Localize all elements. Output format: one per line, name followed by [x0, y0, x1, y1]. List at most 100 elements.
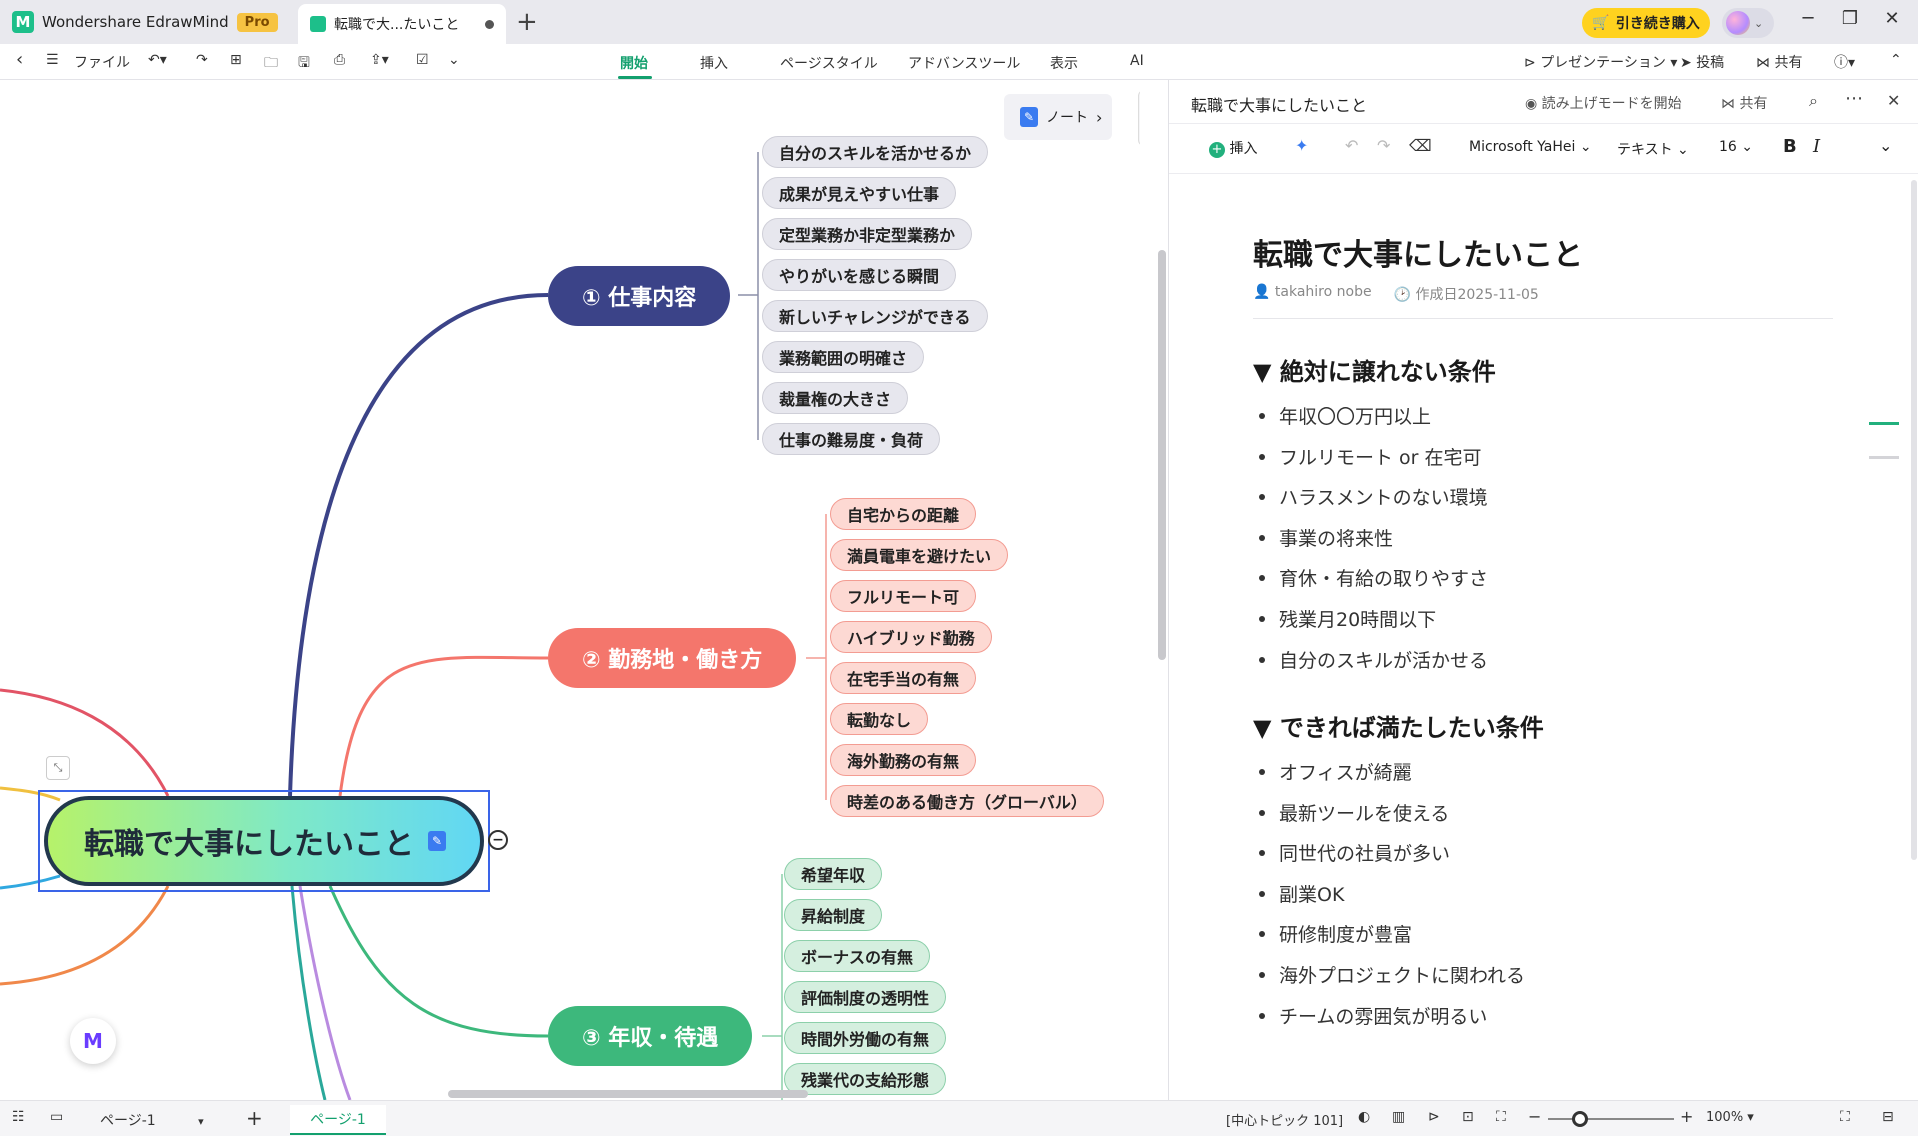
list-item[interactable]: 海外プロジェクトに関われる	[1258, 961, 1525, 1002]
topic-node[interactable]: 満員電車を避けたい	[830, 539, 1009, 571]
page-tab[interactable]: ページ-1	[290, 1105, 386, 1135]
restore-icon[interactable]: ❐	[1841, 8, 1859, 29]
branch-node-work-content[interactable]: ① 仕事内容	[548, 266, 731, 326]
zoom-slider-thumb[interactable]	[1572, 1111, 1588, 1127]
branch-node-work-style[interactable]: ② 勤務地・働き方	[548, 628, 797, 688]
insert-button[interactable]: + 挿入	[1209, 138, 1257, 158]
user-avatar[interactable]: ⌄	[1722, 8, 1774, 38]
font-family-select[interactable]: Microsoft YaHei ⌄	[1469, 139, 1592, 155]
redo-icon[interactable]: ↷	[196, 52, 208, 68]
topic-node[interactable]: 成果が見えやすい仕事	[762, 177, 957, 209]
book-view-icon[interactable]: ▥	[1392, 1109, 1406, 1125]
list-item[interactable]: 副業OK	[1258, 880, 1525, 921]
text-style-select[interactable]: テキスト ⌄	[1617, 142, 1689, 158]
toggle-panel-icon[interactable]: ⊟	[1882, 1109, 1894, 1125]
checklist-icon[interactable]: ☑	[416, 52, 429, 68]
bold-button[interactable]: B	[1783, 136, 1797, 157]
topic-node[interactable]: 評価制度の透明性	[784, 981, 947, 1013]
back-icon[interactable]: ‹	[16, 49, 24, 70]
redo-icon[interactable]: ↷	[1377, 136, 1391, 155]
tab-ai[interactable]: AI	[1130, 53, 1144, 69]
zoom-slider-track[interactable]	[1548, 1118, 1674, 1120]
list-item[interactable]: 研修制度が豊富	[1258, 920, 1525, 961]
more-options-icon[interactable]: ⋯	[1845, 88, 1863, 109]
topic-node[interactable]: 時差のある働き方（グローバル）	[830, 785, 1104, 817]
topic-node[interactable]: 業務範囲の明確さ	[762, 341, 925, 373]
collapse-ribbon-icon[interactable]: ⌃	[1890, 52, 1902, 68]
topic-node[interactable]: 裁量権の大きさ	[762, 382, 909, 414]
close-panel-icon[interactable]: ✕	[1887, 91, 1901, 110]
zoom-in-icon[interactable]: +	[1680, 1107, 1694, 1126]
print-icon[interactable]: ⎙	[334, 52, 346, 68]
new-tab-icon[interactable]: +	[516, 7, 538, 37]
list-item[interactable]: フルリモート or 在宅可	[1258, 443, 1488, 484]
continue-purchase-button[interactable]: 🛒 引き続き購入	[1582, 8, 1710, 38]
tab-advanced-tools[interactable]: アドバンスツール	[908, 56, 1021, 72]
list-item[interactable]: 事業の将来性	[1258, 524, 1488, 565]
list-item[interactable]: ハラスメントのない環境	[1258, 483, 1488, 524]
undo-icon[interactable]: ↶▾	[148, 52, 167, 68]
list-item[interactable]: 残業月20時間以下	[1258, 605, 1488, 646]
post-button[interactable]: ➤ 投稿	[1680, 52, 1724, 72]
topic-node[interactable]: 希望年収	[784, 858, 883, 890]
italic-button[interactable]: I	[1813, 136, 1821, 157]
zoom-level[interactable]: 100% ▾	[1706, 1110, 1754, 1125]
export-icon[interactable]: ⇪▾	[370, 52, 389, 68]
topic-node[interactable]: 自宅からの距離	[830, 498, 977, 530]
clear-format-icon[interactable]: ⌫	[1409, 136, 1432, 155]
topic-node[interactable]: 自分のスキルを活かせるか	[762, 136, 989, 168]
topic-node[interactable]: フルリモート可	[830, 580, 977, 612]
tab-insert[interactable]: 挿入	[700, 56, 728, 72]
list-item[interactable]: オフィスが綺麗	[1258, 758, 1525, 799]
new-icon[interactable]: ⊞	[230, 52, 242, 68]
document-tab[interactable]: 転職で大...たいこと	[298, 4, 506, 44]
topic-node[interactable]: 昇給制度	[784, 899, 883, 931]
open-folder-icon[interactable]: 🗀	[264, 55, 278, 71]
minimize-icon[interactable]: ─	[1802, 8, 1814, 29]
read-aloud-button[interactable]: ◉ 読み上げモードを開始	[1525, 93, 1682, 113]
more-chevron-icon[interactable]: ⌄	[448, 52, 460, 68]
list-item[interactable]: 年収〇〇万円以上	[1258, 402, 1488, 443]
play-icon[interactable]: ⊳	[1428, 1109, 1440, 1125]
outline-marker-active[interactable]	[1869, 422, 1899, 425]
mindmap-canvas[interactable]: ✎ ノート › ‹ ① 仕事内容 自分のスキルを活かせるか 成果が見えやすい仕事…	[0, 80, 1140, 1100]
section-heading[interactable]: ▼ 絶対に譲れない条件	[1253, 358, 1496, 386]
panel-share-button[interactable]: ⋈ 共有	[1721, 93, 1767, 113]
collapse-minus-icon[interactable]: −	[488, 830, 508, 850]
note-vertical-scrollbar[interactable]	[1911, 180, 1917, 860]
help-icon[interactable]: ⓘ▾	[1834, 55, 1856, 71]
note-button[interactable]: ✎ ノート ›	[1004, 94, 1112, 140]
expand-toolbar-icon[interactable]: ⌄	[1879, 136, 1893, 155]
page-select[interactable]: ページ-1 ▾	[100, 1110, 204, 1130]
app-tab[interactable]: M Wondershare EdrawMind Pro	[12, 6, 278, 38]
presentation-button[interactable]: ⊳ プレゼンテーション ▾	[1524, 55, 1678, 71]
font-size-select[interactable]: 16 ⌄	[1719, 139, 1754, 155]
zoom-out-icon[interactable]: −	[1528, 1107, 1542, 1126]
list-item[interactable]: 育休・有給の取りやすさ	[1258, 564, 1488, 605]
fit-width-icon[interactable]: ⛶	[1496, 1109, 1506, 1125]
topic-node[interactable]: 残業代の支給形態	[784, 1063, 947, 1095]
tab-view[interactable]: 表示	[1050, 56, 1078, 72]
topic-node[interactable]: 在宅手当の有無	[830, 662, 977, 694]
tab-page-style[interactable]: ページスタイル	[780, 56, 878, 72]
topic-node[interactable]: 時間外労働の有無	[784, 1022, 947, 1054]
ai-sparkle-icon[interactable]: ✦	[1295, 136, 1309, 155]
central-topic-node[interactable]: 転職で大事にしたいこと ✎	[44, 796, 484, 886]
fit-page-icon[interactable]: ⊡	[1462, 1109, 1474, 1125]
resize-corner-icon[interactable]: ⤡	[46, 756, 70, 780]
outline-marker[interactable]	[1869, 456, 1899, 459]
topic-note-icon[interactable]: ✎	[428, 831, 446, 851]
save-icon[interactable]: 🖫	[298, 55, 310, 71]
topic-node[interactable]: 新しいチャレンジができる	[762, 300, 988, 332]
topic-node[interactable]: やりがいを感じる瞬間	[762, 259, 957, 291]
undo-icon[interactable]: ↶	[1345, 136, 1359, 155]
list-item[interactable]: 同世代の社員が多い	[1258, 839, 1525, 880]
page-panel-icon[interactable]: ▭	[50, 1109, 64, 1125]
list-item[interactable]: 最新ツールを使える	[1258, 799, 1525, 840]
add-page-icon[interactable]: +	[246, 1106, 263, 1130]
topic-node[interactable]: ハイブリッド勤務	[830, 621, 992, 653]
topic-node[interactable]: ボーナスの有無	[784, 940, 931, 972]
ai-assistant-button[interactable]: M	[70, 1018, 116, 1064]
search-icon[interactable]: ⌕	[1809, 91, 1818, 110]
file-menu[interactable]: ファイル	[74, 55, 130, 71]
